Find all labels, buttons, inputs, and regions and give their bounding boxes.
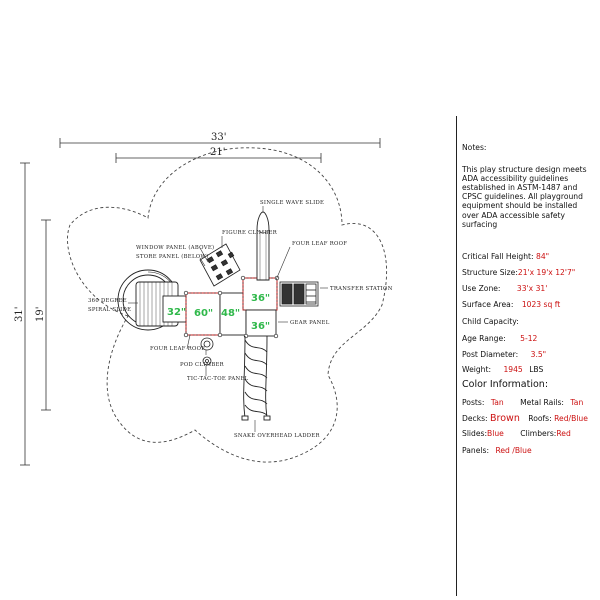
deck-lower-right	[245, 309, 277, 337]
structure-depth-label: 19'	[35, 307, 46, 322]
leader-lines	[128, 206, 328, 432]
metal-rails-label: Metal Rails:	[520, 398, 564, 407]
width-dimension-21	[115, 153, 322, 163]
weight-label: Weight:	[462, 365, 492, 374]
label-window-panel: WINDOW PANEL (ABOVE)	[136, 244, 214, 251]
deck-lower-right-height: 36"	[251, 321, 270, 332]
posts-value: Tan	[490, 398, 504, 407]
figure-climber	[199, 243, 241, 287]
surface-area-row: Surface Area: 1023 sq ft	[462, 300, 560, 309]
structure-size-row: Structure Size:21'x 19'x 12'7"	[462, 268, 575, 277]
structure-size-label: Structure Size:	[462, 268, 518, 277]
weight-unit: LBS	[529, 365, 544, 374]
use-zone-label: Use Zone:	[462, 284, 501, 293]
surface-area-label: Surface Area:	[462, 300, 514, 309]
weight-value: 1945	[503, 365, 523, 374]
single-wave-slide	[256, 211, 270, 281]
roofs-value: Red/Blue	[554, 414, 588, 423]
roofs-label: Roofs:	[528, 414, 552, 423]
deck-upper-right-height: 36"	[251, 293, 270, 304]
decks-label: Decks:	[462, 414, 488, 423]
overall-width-label: 33'	[211, 132, 226, 143]
slides-label: Slides:	[462, 429, 488, 438]
width-dimension-33	[59, 138, 381, 148]
use-zone-value: 33'x 31'	[516, 284, 548, 293]
use-zone-row: Use Zone: 33'x 31'	[462, 284, 547, 293]
panels-label: Panels:	[462, 446, 490, 455]
label-snake-overhead-ladder: SNAKE OVERHEAD LADDER	[234, 433, 320, 439]
label-four-leaf-roof-left: FOUR LEAF ROOF	[150, 346, 205, 352]
label-spiral-slide-line1: 360 DEGREE	[88, 298, 127, 304]
slides-color-row: Slides:Blue Climbers:Red	[462, 429, 571, 438]
panels-color-row: Panels: Red /Blue	[462, 446, 532, 455]
snake-overhead-ladder	[241, 335, 271, 421]
overall-depth-label: 31'	[14, 307, 25, 322]
critical-fall-height-label: Critical Fall Height:	[462, 252, 534, 261]
weight-row: Weight: 1945 LBS	[462, 365, 543, 374]
label-pod-climber: POD CLIMBER	[180, 362, 225, 368]
posts-color-row: Posts: Tan Metal Rails: Tan	[462, 398, 583, 407]
age-range-value: 5-12	[520, 334, 538, 343]
posts	[183, 275, 280, 339]
metal-rails-value: Tan	[570, 398, 584, 407]
label-tic-tac-toe-panel: TIC-TAC-TOE PANEL	[187, 376, 249, 382]
decks-value: Brown	[490, 413, 520, 424]
label-gear-panel: GEAR PANEL	[290, 320, 330, 326]
deck-center-right	[219, 292, 247, 336]
deck-small-height: 32"	[167, 307, 186, 318]
notes-heading: Notes:	[462, 143, 487, 152]
climbers-label: Climbers:	[520, 429, 557, 438]
child-capacity-label: Child Capacity:	[462, 317, 519, 326]
decks-color-row: Decks: Brown Roofs: Red/Blue	[462, 413, 588, 424]
post-diameter-row: Post Diameter: 3.5"	[462, 350, 546, 359]
age-range-row: Age Range: 5-12	[462, 334, 537, 343]
deck-center-height: 60"	[194, 308, 213, 319]
label-spiral-slide-line2: SPIRAL SLIDE	[88, 307, 131, 313]
post-diameter-value: 3.5"	[530, 350, 547, 359]
label-figure-climber: FIGURE CLIMBER	[222, 230, 278, 236]
deck-center-right-height: 48"	[221, 308, 240, 319]
slides-value: Blue	[487, 429, 504, 438]
label-store-panel: STORE PANEL (BELOW)	[136, 253, 209, 260]
climbers-value: Red	[556, 429, 571, 438]
label-single-wave-slide: SINGLE WAVE SLIDE	[260, 200, 324, 206]
structure-width-label: 21'	[210, 147, 225, 158]
age-range-label: Age Range:	[462, 334, 506, 343]
transfer-station	[279, 281, 319, 307]
label-transfer-station: TRANSFER STATION	[330, 286, 393, 292]
notes-body: This play structure design meets ADA acc…	[462, 165, 587, 229]
label-four-leaf-roof-right: FOUR LEAF ROOF	[292, 241, 347, 247]
structure-size-value: 21'x 19'x 12'7"	[517, 268, 576, 277]
panels-value: Red /Blue	[495, 446, 532, 455]
depth-dimension-19	[41, 219, 51, 411]
posts-label: Posts:	[462, 398, 485, 407]
critical-fall-height-value: 84"	[536, 252, 550, 261]
color-information-heading: Color Information:	[462, 379, 549, 390]
pod-climber	[200, 337, 214, 366]
post-diameter-label: Post Diameter:	[462, 350, 519, 359]
surface-area-value: 1023 sq ft	[521, 300, 561, 309]
depth-dimension-31	[20, 162, 30, 466]
notes-panel	[456, 116, 600, 596]
critical-fall-height-row: Critical Fall Height: 84"	[462, 252, 549, 261]
